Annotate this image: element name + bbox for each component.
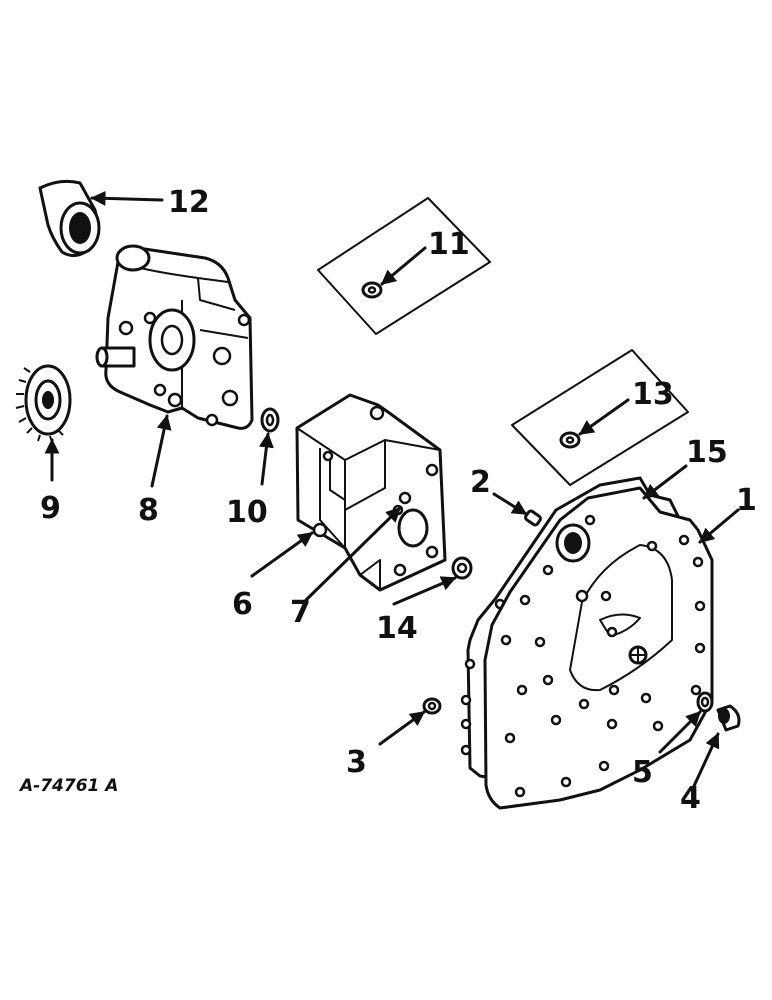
leader-15 — [642, 464, 688, 500]
leader-6 — [250, 531, 314, 578]
leader-lines — [44, 190, 740, 788]
callout-15: 15 — [686, 435, 728, 470]
part-4-cap-screw — [716, 704, 741, 732]
callout-labels: 12 11 13 9 8 10 6 7 14 2 15 1 3 5 4 — [40, 185, 757, 816]
callout-1: 1 — [736, 483, 757, 518]
part-1-cover-plate — [483, 486, 714, 810]
callout-5: 5 — [632, 755, 653, 790]
leader-1 — [698, 508, 740, 544]
part-2-dowel — [524, 509, 542, 527]
callout-4: 4 — [680, 781, 701, 816]
part-8-hydraulic-pump — [95, 244, 254, 430]
part-14-o-ring — [451, 556, 473, 580]
callout-9: 9 — [40, 491, 61, 526]
callout-8: 8 — [138, 493, 159, 528]
part-10-o-ring — [260, 407, 280, 433]
callout-3: 3 — [346, 745, 367, 780]
part-9-gear — [15, 364, 72, 443]
callout-7: 7 — [290, 595, 311, 630]
leader-7 — [304, 506, 402, 602]
leader-2 — [492, 492, 528, 516]
part-5-washer — [696, 691, 714, 713]
part-3-dowel — [422, 697, 442, 715]
leader-8 — [150, 414, 172, 488]
callout-12: 12 — [168, 185, 210, 220]
part-13-inset-box — [511, 349, 689, 486]
part-6-adapter-housing — [295, 393, 447, 592]
leader-12 — [90, 190, 164, 206]
leader-3 — [378, 710, 426, 746]
part-11-inset-box — [317, 197, 491, 335]
drawing-number: A-74761 A — [18, 776, 118, 796]
part-12-sleeve — [38, 179, 101, 257]
callout-13: 13 — [632, 377, 674, 412]
callout-6: 6 — [232, 587, 253, 622]
leader-13 — [578, 398, 630, 436]
leader-5 — [658, 710, 702, 754]
leader-10 — [258, 432, 274, 486]
leader-11 — [380, 246, 427, 286]
callout-14: 14 — [376, 611, 418, 646]
callout-11: 11 — [428, 227, 470, 262]
leader-4 — [692, 732, 720, 788]
leader-14 — [392, 576, 457, 606]
callout-2: 2 — [470, 465, 491, 500]
callout-10: 10 — [226, 495, 268, 530]
